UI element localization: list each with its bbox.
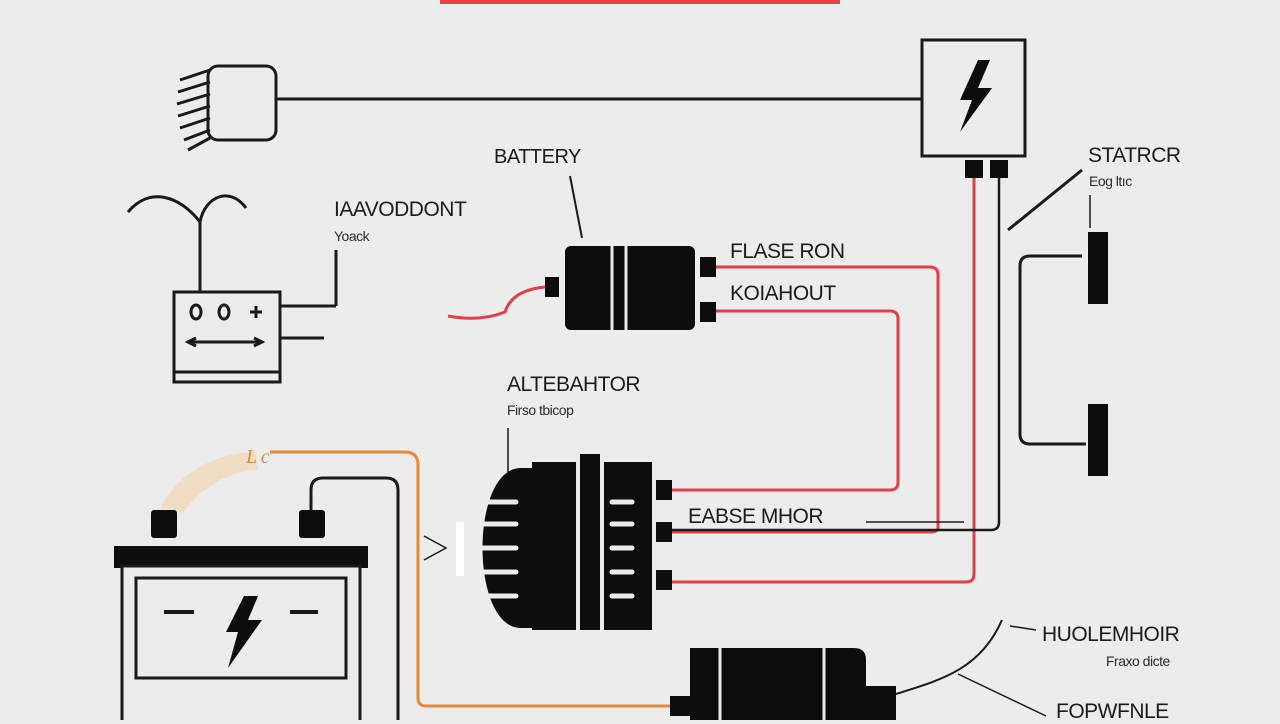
label-module-sub: Fraxo dicte (1106, 653, 1170, 669)
orange-wire-battery (270, 450, 690, 708)
label-ignition-sub: Yoack (334, 228, 370, 244)
battery-lightning-icon (226, 596, 262, 668)
ignition-module (126, 194, 338, 384)
label-module: HUOLEMHOIR (1042, 623, 1180, 646)
alternator (423, 454, 672, 630)
starter-motor (670, 648, 896, 720)
black-wire-battery (309, 476, 400, 720)
relay-box (920, 38, 1027, 178)
label-starter-sub: Eog ltıc (1089, 173, 1132, 189)
headlight-icon (176, 64, 278, 152)
label-battery-mark: L c (246, 446, 270, 468)
starter-pole-top (1088, 232, 1108, 304)
fuse-relay-unit (545, 246, 716, 330)
label-engine: EABSE MHOR (688, 505, 824, 528)
battery-glow (160, 452, 258, 512)
car-battery (114, 510, 368, 720)
label-bottom-right: FOPWFNLE (1056, 700, 1169, 723)
label-ignition: IAAVODDONT (334, 198, 467, 221)
top-accent-bar (440, 0, 840, 4)
red-wire-starter (672, 178, 976, 584)
label-alternator-sub: Firso tbicop (507, 402, 574, 418)
red-wire-fuse-left (447, 285, 546, 320)
starter-bracket (1007, 168, 1091, 446)
starter-pole-bottom (1088, 404, 1108, 476)
black-wire-starter (672, 178, 1001, 532)
label-alternator: ALTEBAHTOR (507, 373, 641, 396)
label-starter: STATRCR (1088, 144, 1181, 167)
lightning-icon (960, 60, 992, 132)
label-fuse-relay: FLASE RON (730, 240, 845, 263)
red-wire-koiahout (672, 309, 900, 492)
label-knockout: KOIAHOUT (730, 282, 836, 305)
module-wire (895, 619, 1003, 695)
label-battery: BATTERY (494, 146, 581, 168)
red-wire-flase-ron (672, 265, 940, 534)
